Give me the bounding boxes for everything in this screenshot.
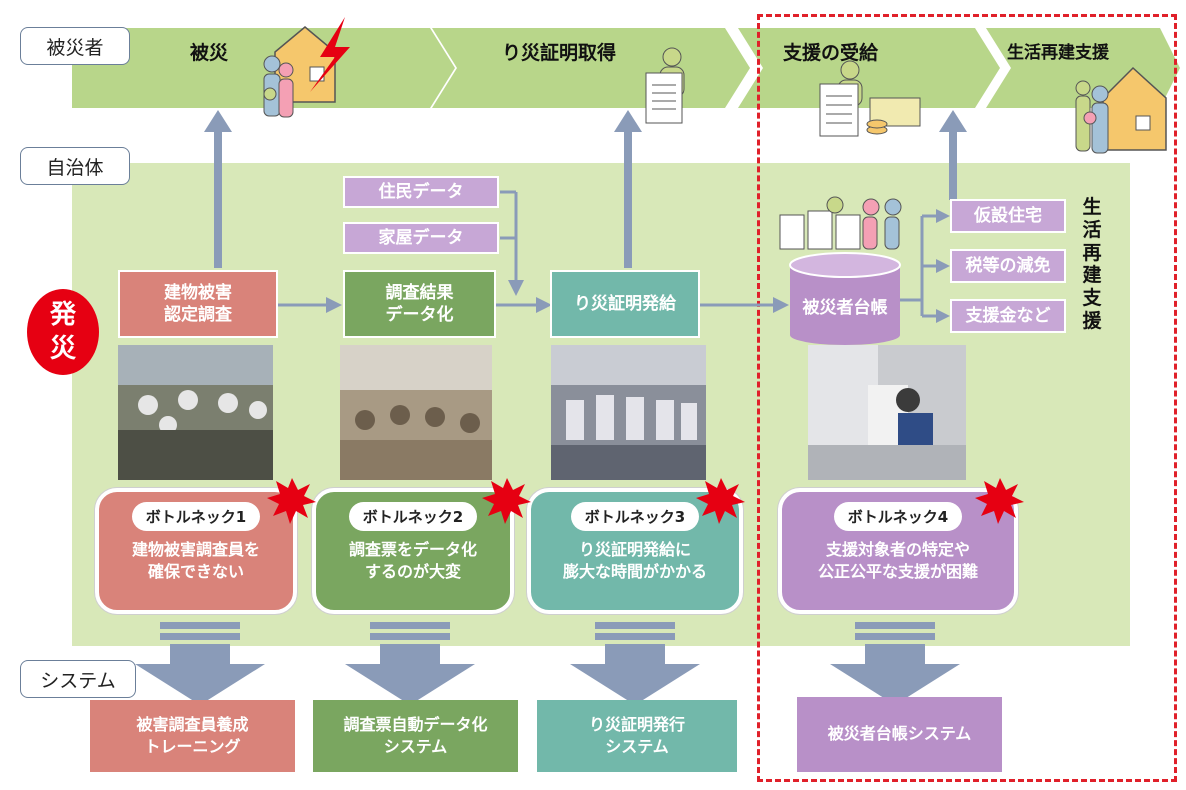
person-icon (826, 196, 844, 214)
certificate-person-icon (645, 47, 685, 124)
stage-certificate: り災証明取得 (502, 42, 617, 64)
lightning-icon (310, 17, 350, 92)
bottleneck-3-title: ボトルネック3 (570, 502, 700, 531)
support-grants: 支援金など (950, 299, 1066, 333)
system-training: 被害調査員養成 トレーニング (90, 700, 295, 772)
rebuilt-home-icon (1075, 66, 1167, 154)
support-money-icon (819, 60, 921, 137)
support-tax-reduction: 税等の減免 (950, 249, 1066, 283)
bottleneck-1-desc: 建物被害調査員を 確保できない (131, 540, 260, 582)
support-focus-frame (757, 14, 1177, 782)
disaster-badge-char2: 災 (49, 334, 76, 364)
support-temporary-housing: 仮設住宅 (950, 199, 1066, 233)
disaster-badge-char1: 発 (49, 300, 76, 330)
system-ledger: 被災者台帳システム (797, 697, 1002, 772)
document-icon (819, 83, 859, 137)
resident-data-box: 住民データ (343, 176, 499, 208)
photo-data-entry (340, 345, 492, 480)
photo-survey (118, 345, 273, 480)
bottleneck-4-desc: 支援対象者の特定や 公正公平な支援が困難 (817, 540, 978, 582)
person-icon (662, 47, 682, 67)
life-rebuild-vertical-label: 生活再建支援 (1082, 196, 1102, 332)
bottleneck-1-title: ボトルネック1 (131, 502, 261, 531)
survey-data-box: 調査結果 データ化 (343, 270, 496, 338)
row-label-system: システム (20, 660, 136, 698)
bottleneck-2: ボトルネック2 調査票をデータ化 するのが大変 (312, 488, 514, 614)
stage-receive-support: 支援の受給 (783, 42, 879, 64)
bottleneck-2-title: ボトルネック2 (348, 502, 478, 531)
system-auto-data: 調査票自動データ化 システム (313, 700, 518, 772)
disaster-badge: 発 災 (27, 289, 99, 375)
building-survey-box: 建物被害 認定調査 (118, 270, 278, 338)
bottleneck-1: ボトルネック1 建物被害調査員を 確保できない (95, 488, 297, 614)
system-certificate: り災証明発行 システム (537, 700, 737, 772)
ledger-database-icon (779, 196, 902, 345)
bottleneck-2-desc: 調査票をデータ化 するのが大変 (348, 540, 477, 582)
row-label-victim: 被災者 (20, 27, 130, 65)
document-icon (645, 72, 683, 124)
certificate-issue-box: り災証明発給 (550, 270, 700, 338)
bottleneck-4: ボトルネック4 支援対象者の特定や 公正公平な支援が困難 (778, 488, 1018, 614)
bottleneck-4-title: ボトルネック4 (833, 502, 963, 531)
bottleneck-3-desc: り災証明発給に 膨大な時間がかかる (562, 540, 707, 582)
family-disaster-icon (263, 17, 350, 118)
row-label-municipality: 自治体 (20, 147, 130, 185)
photo-consultation (808, 345, 966, 480)
ledger-label: 被災者台帳 (802, 298, 888, 318)
house-data-box: 家屋データ (343, 222, 499, 254)
stage-disaster: 被災 (190, 42, 229, 64)
document-stack-icon (779, 210, 861, 250)
photo-counter (551, 345, 706, 480)
stage-life-rebuild: 生活再建支援 (1007, 43, 1109, 63)
person-icon (840, 60, 860, 80)
